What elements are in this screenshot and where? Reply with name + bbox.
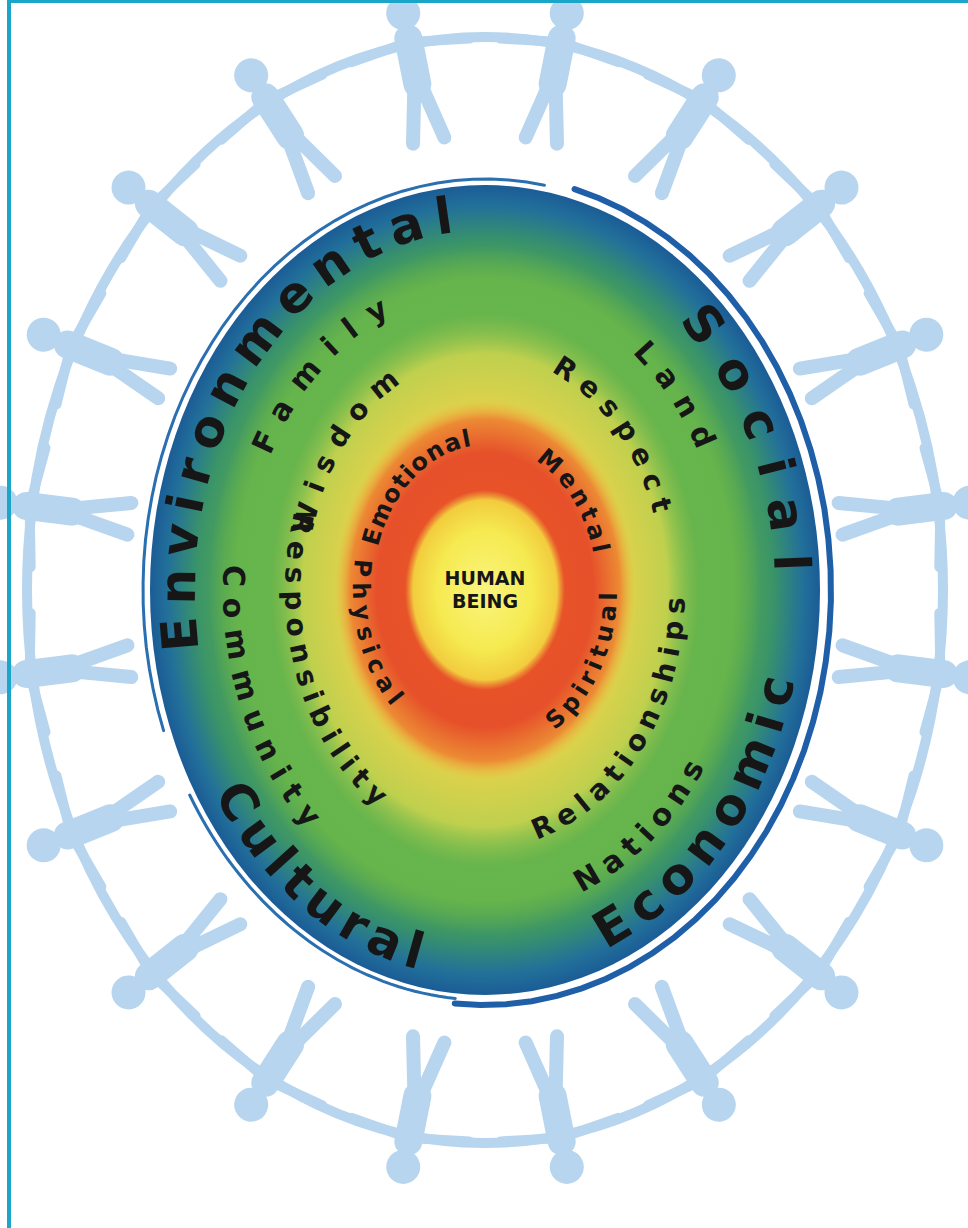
ring-word: Wisdom (286, 355, 414, 537)
ring-word: Responsibility (278, 510, 400, 818)
ring-word: Nations (567, 746, 715, 899)
ring-word: Relationships (526, 589, 692, 846)
ring-word: Cultural (203, 771, 437, 983)
person-figure (341, 1028, 487, 1196)
person-figure (598, 963, 778, 1152)
center-label: HUMAN BEING (405, 490, 565, 690)
person-figure (482, 0, 628, 152)
person-figure (833, 441, 968, 578)
person-figure (5, 741, 186, 907)
people-ring (0, 0, 968, 1195)
ring-word: Community (216, 565, 336, 842)
ring-word: Land (627, 334, 728, 464)
joined-arms (27, 37, 943, 1143)
person-figure (78, 865, 268, 1050)
ring-fill (405, 490, 565, 690)
ring-word: Physical (347, 558, 413, 716)
ring-word: Respect (547, 349, 681, 525)
ring-word: Family (245, 283, 407, 459)
center-circle: HUMAN BEING (405, 490, 565, 690)
ring-word: Environmental (149, 185, 467, 654)
outer-band: HUMAN BEING Emotional MentalSpiritual Physi… (150, 185, 820, 995)
ring-word: Spiritual (540, 587, 623, 735)
ring-word: Social (669, 293, 821, 594)
person-figure (0, 441, 137, 578)
person-figure (341, 0, 487, 152)
person-figure (192, 963, 372, 1152)
red-band: HUMAN BEING Emotional MentalSpiritual Physi… (335, 400, 635, 780)
person-figure (702, 130, 892, 315)
ring-fill (270, 312, 700, 868)
person-figure (702, 865, 892, 1050)
ring-word: Mental (532, 443, 616, 559)
person-figure (5, 273, 186, 439)
ring-word: Emotional (357, 424, 475, 548)
center-label-text: HUMAN BEING (435, 567, 535, 613)
ring-fill (335, 400, 635, 780)
person-figure (833, 602, 968, 739)
page-border (7, 0, 968, 3)
yellow-band: HUMAN BEING Emotional MentalSpiritual Physi… (270, 312, 700, 868)
person-figure (598, 29, 778, 218)
ring-fill (150, 185, 820, 995)
person-figure (482, 1028, 628, 1196)
green-band: HUMAN BEING Emotional MentalSpiritual Physi… (209, 245, 761, 935)
person-figure (783, 741, 964, 907)
ring-word: Economic (583, 660, 809, 960)
person-figure (783, 273, 964, 439)
person-figure (78, 130, 268, 315)
outer-swirl (142, 177, 831, 1005)
person-figure (192, 29, 372, 218)
ring-fill (209, 245, 761, 935)
person-figure (0, 602, 137, 739)
page-border (7, 0, 11, 1228)
